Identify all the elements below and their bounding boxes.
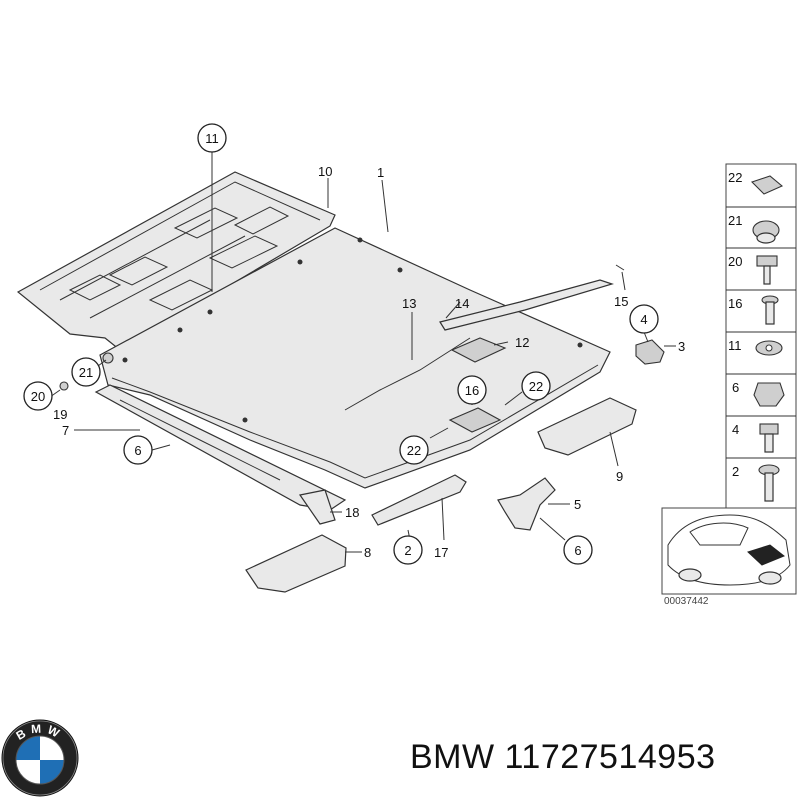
part-14-strip (439, 279, 614, 331)
part-3-bracket (635, 339, 665, 365)
svg-text:2: 2 (404, 543, 411, 558)
legend-label-4: 4 (732, 422, 739, 437)
callout-11: 11 (197, 123, 227, 153)
callout-16: 16 (457, 375, 487, 405)
legend-21-grommet (752, 220, 780, 244)
svg-text:6: 6 (134, 443, 141, 458)
label-1: 1 (377, 165, 384, 180)
part-2-strip (371, 474, 467, 526)
legend-label-22: 22 (728, 170, 742, 185)
legend-4-bolt (759, 423, 779, 453)
callout-20: 20 (23, 381, 53, 411)
catalog-number: 00037442 (664, 596, 709, 607)
legend-label-21: 21 (728, 213, 742, 228)
label-7: 7 (62, 423, 69, 438)
svg-text:22: 22 (407, 443, 421, 458)
svg-text:22: 22 (529, 379, 543, 394)
legend-11-nut (755, 340, 783, 356)
part-5-bracket (497, 477, 556, 531)
svg-text:6: 6 (574, 543, 581, 558)
label-10: 10 (318, 164, 332, 179)
legend-label-11: 11 (728, 338, 742, 353)
label-3: 3 (678, 339, 685, 354)
callout-4: 4 (629, 304, 659, 334)
label-14: 14 (455, 296, 469, 311)
part-number-caption: BMW 11727514953 (410, 738, 716, 776)
callout-22-top: 22 (521, 371, 551, 401)
car-inset (661, 507, 797, 595)
part-12-pad (450, 337, 507, 363)
label-18: 18 (345, 505, 359, 520)
fastener-legend: 22 21 20 16 11 6 4 2 (725, 163, 797, 509)
svg-text:11: 11 (205, 131, 219, 146)
legend-label-20: 20 (728, 254, 742, 269)
part-15-pin (615, 264, 625, 271)
legend-2-screw (758, 464, 780, 502)
leader-lines (49, 152, 676, 553)
part-16-pad (448, 407, 502, 433)
callout-2: 2 (393, 535, 423, 565)
legend-label-16: 16 (728, 296, 742, 311)
legend-6-nut (753, 382, 785, 407)
label-19: 19 (53, 407, 67, 422)
callout-22-bottom: 22 (399, 435, 429, 465)
part-18-clip (298, 489, 336, 525)
label-17: 17 (434, 545, 448, 560)
label-8: 8 (364, 545, 371, 560)
part-19-nut (59, 381, 69, 391)
svg-text:20: 20 (31, 389, 45, 404)
label-5: 5 (574, 497, 581, 512)
callout-6-right: 6 (563, 535, 593, 565)
legend-label-2: 2 (732, 464, 739, 479)
legend-16-screw (761, 295, 779, 325)
callout-21: 21 (71, 357, 101, 387)
svg-text:21: 21 (79, 365, 93, 380)
part-8-cover (245, 534, 347, 593)
legend-label-6: 6 (732, 380, 739, 395)
part-13-cable (344, 337, 471, 411)
bmw-logo: BMW (1, 719, 79, 797)
legend-22-clip (750, 175, 784, 195)
label-9: 9 (616, 469, 623, 484)
svg-text:16: 16 (465, 383, 479, 398)
label-12: 12 (515, 335, 529, 350)
label-13: 13 (402, 296, 416, 311)
legend-20-screw (756, 255, 778, 285)
label-15: 15 (614, 294, 628, 309)
svg-text:4: 4 (640, 312, 647, 327)
part-7-rail (94, 384, 347, 511)
part-9-cover (537, 397, 637, 456)
callout-6-left: 6 (123, 435, 153, 465)
